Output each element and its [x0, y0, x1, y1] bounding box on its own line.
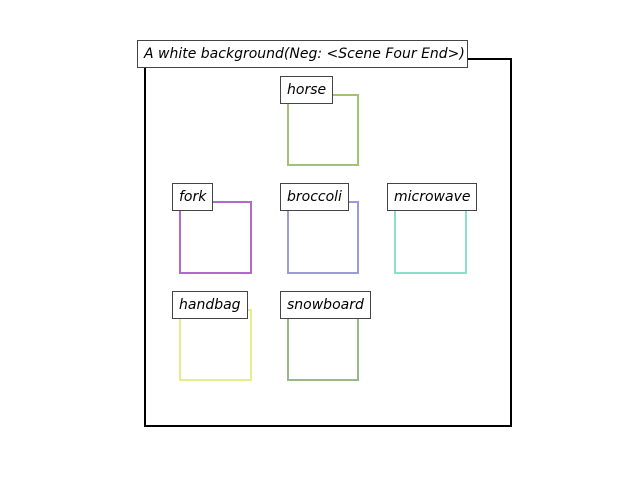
object-box-microwave [394, 201, 467, 274]
scene-caption: A white background(Neg: <Scene Four End>… [137, 40, 468, 68]
object-label-broccoli: broccoli [280, 183, 349, 211]
object-label-handbag: handbag [172, 291, 248, 319]
object-label-snowboard: snowboard [280, 291, 371, 319]
object-label-microwave: microwave [387, 183, 478, 211]
object-label-horse: horse [280, 76, 334, 104]
object-box-snowboard [287, 309, 359, 381]
object-box-fork [179, 201, 252, 274]
object-box-broccoli [287, 201, 359, 274]
object-label-fork: fork [172, 183, 214, 211]
object-box-horse [287, 94, 359, 166]
object-box-handbag [179, 309, 252, 381]
